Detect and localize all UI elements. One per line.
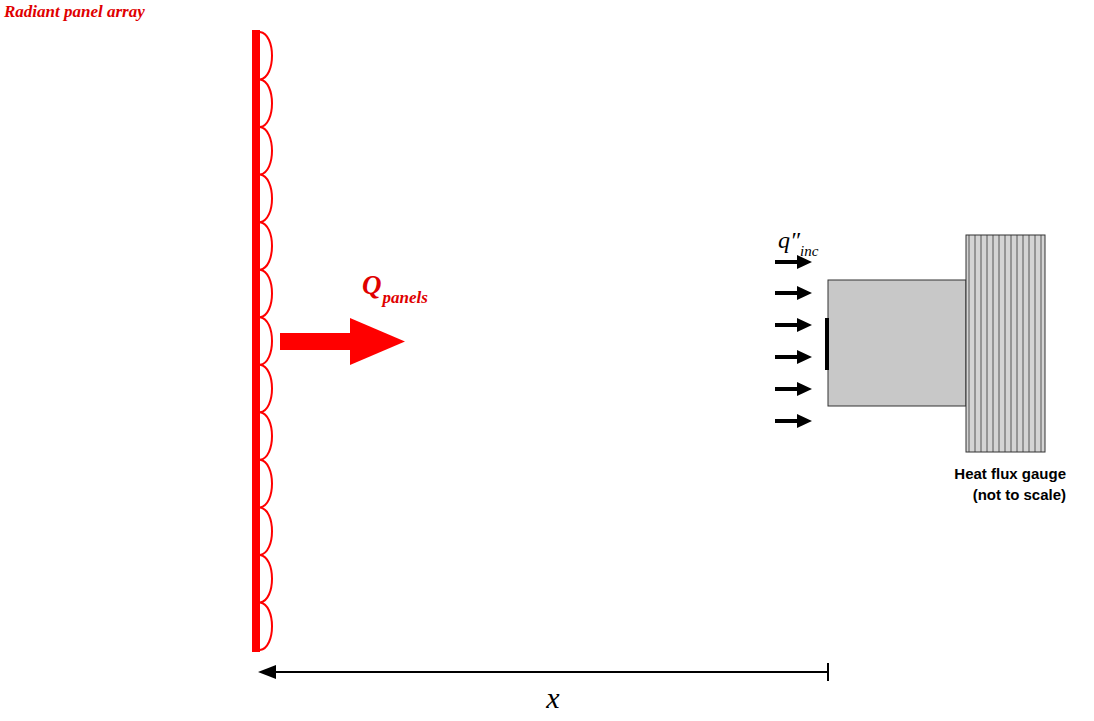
flux-arrow-shaft (775, 419, 800, 423)
flux-arrow-head (797, 318, 812, 332)
flux-arrow-shaft (775, 260, 800, 264)
gauge-note: (not to scale) (973, 487, 1066, 502)
gauge-label: Heat flux gauge (954, 466, 1066, 481)
heat-flux-gauge (825, 235, 1045, 452)
flux-arrow-head (797, 350, 812, 364)
dimension-line (258, 663, 828, 681)
distance-label: x (546, 683, 559, 713)
flux-symbol: q″ (778, 228, 800, 252)
radiant-panel (252, 30, 272, 652)
heat-arrow (280, 318, 405, 365)
incident-flux-arrows (775, 255, 812, 428)
flux-arrow-shaft (775, 323, 800, 327)
flux-arrow-shaft (775, 291, 800, 295)
panel-label: Radiant panel array (4, 3, 145, 20)
flux-arrow-shaft (775, 387, 800, 391)
heat-symbol: Q (362, 272, 382, 299)
flux-arrow-head (797, 382, 812, 396)
flux-arrow-head (797, 286, 812, 300)
heat-subscript: panels (383, 289, 428, 306)
panel-scallops (260, 32, 272, 650)
flux-arrow-shaft (775, 355, 800, 359)
flux-arrow-head (797, 414, 812, 428)
flux-subscript: inc (800, 244, 818, 259)
